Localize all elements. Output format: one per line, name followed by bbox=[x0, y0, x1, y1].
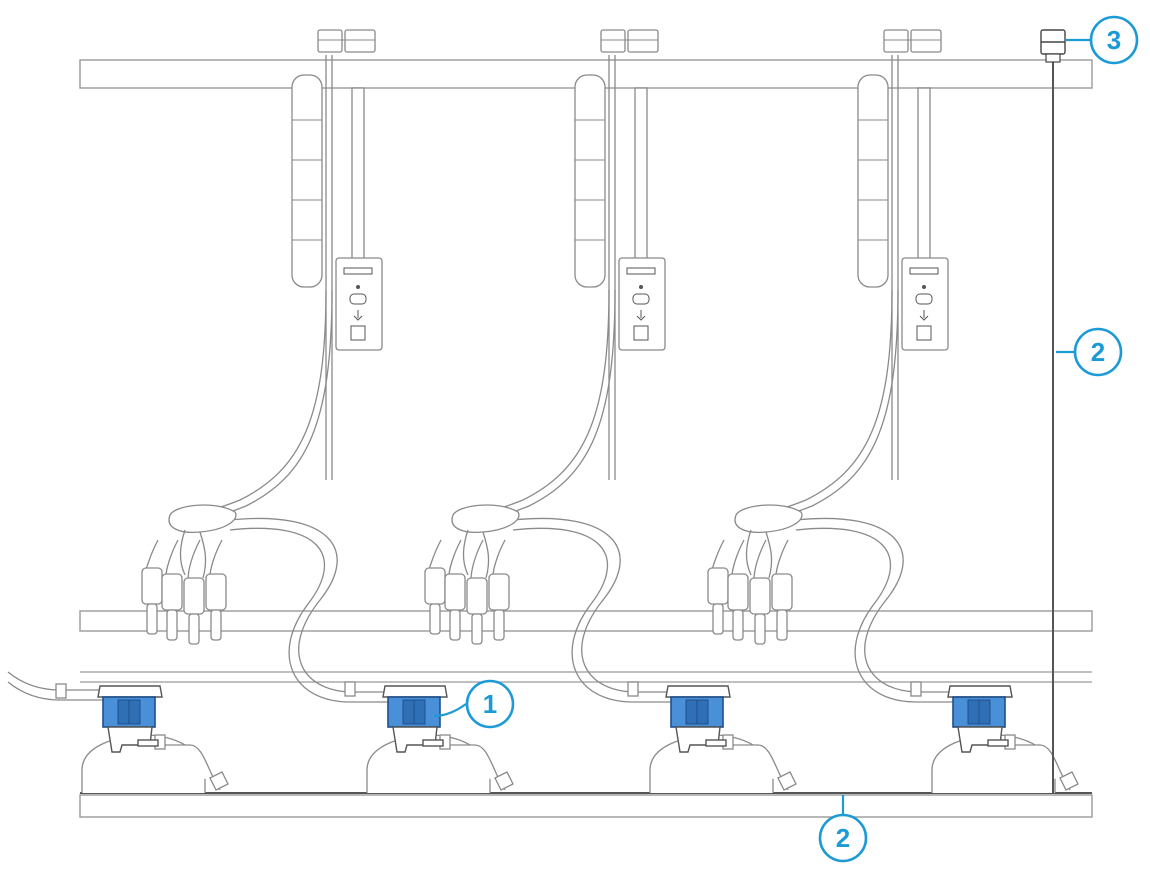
valve-block bbox=[884, 30, 941, 52]
meter-tube bbox=[575, 75, 605, 287]
station-2 bbox=[425, 30, 683, 702]
control-panel bbox=[619, 258, 665, 350]
callout-3-connector: 3 bbox=[1066, 17, 1137, 63]
low-rail bbox=[80, 672, 1092, 682]
receiver-2 bbox=[650, 686, 796, 793]
callout-number: 2 bbox=[1091, 337, 1105, 367]
incoming-hose bbox=[8, 672, 110, 700]
meter-tube bbox=[292, 75, 322, 287]
control-panel bbox=[336, 258, 382, 350]
bottom-rail bbox=[80, 793, 1092, 817]
valve-block bbox=[318, 30, 375, 52]
receiver-3 bbox=[932, 686, 1078, 793]
callout-2-cable: 2 bbox=[1056, 329, 1121, 375]
callout-number: 3 bbox=[1107, 25, 1121, 55]
station-1 bbox=[142, 30, 400, 702]
meter-tube bbox=[858, 75, 888, 287]
control-panel bbox=[902, 258, 948, 350]
vertical-cable bbox=[1041, 30, 1065, 793]
valve-block bbox=[601, 30, 658, 52]
callout-number: 2 bbox=[836, 823, 850, 853]
callout-number: 1 bbox=[483, 689, 497, 719]
receiver-left bbox=[82, 686, 228, 793]
station-3 bbox=[708, 30, 966, 702]
